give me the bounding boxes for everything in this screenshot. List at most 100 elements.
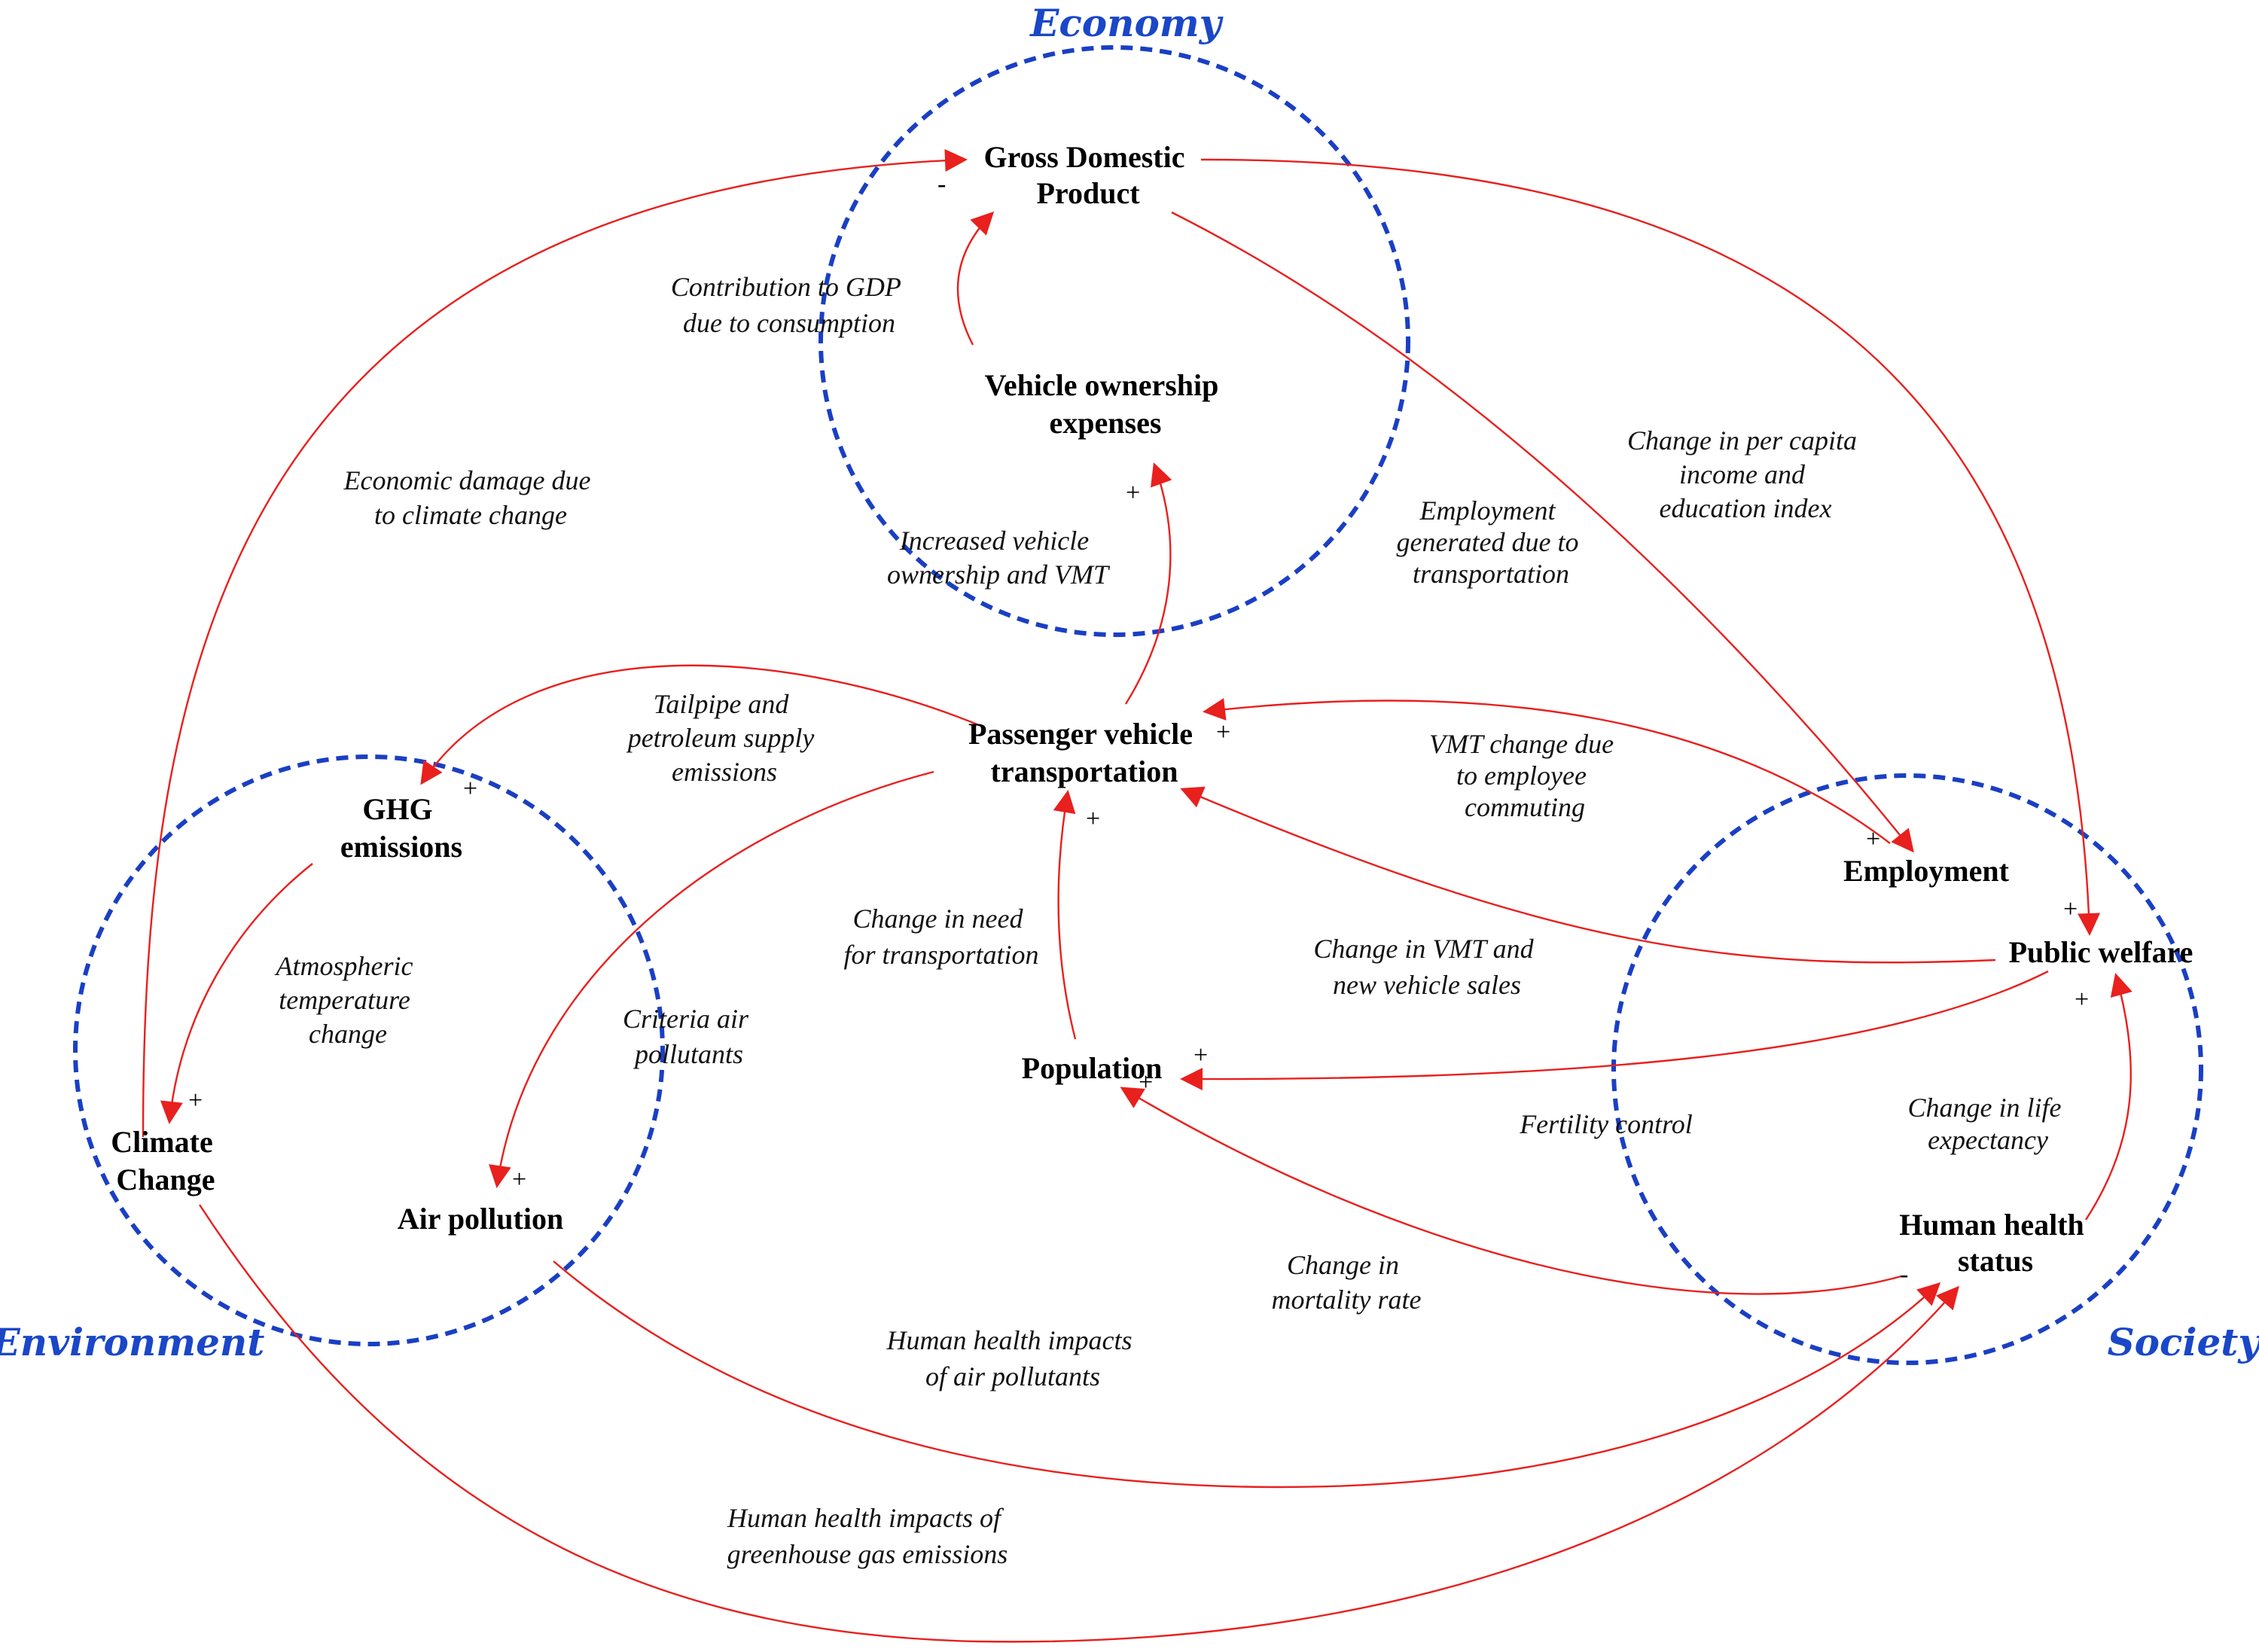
domain-label-environment: Environment	[0, 1320, 264, 1364]
sign-welfare-plus-bottom: +	[2075, 986, 2089, 1013]
link-contribution-line2: due to consumption	[683, 308, 895, 338]
node-health-line2: status	[1958, 1244, 2033, 1278]
link-damage-line2: to climate change	[374, 500, 567, 530]
link-label-vmt-commuting: VMT change due to employee commuting	[1429, 729, 1620, 822]
link-damage-line1: Economic damage due	[343, 465, 591, 495]
sign-health-minus: -	[1900, 1260, 1908, 1288]
link-criteria-line1: Criteria air	[623, 1004, 749, 1034]
link-label-atmospheric-temp: Atmospheric temperature change	[275, 951, 420, 1049]
node-vehicle-ownership-expenses: Vehicle ownership expenses	[985, 368, 1227, 440]
node-gdp-line1: Gross Domestic	[984, 140, 1185, 174]
node-employment: Employment	[1843, 854, 2010, 888]
node-passenger-line2: transportation	[991, 754, 1178, 788]
link-employment-line3: transportation	[1413, 559, 1569, 589]
link-life-line1: Change in life	[1908, 1093, 2062, 1123]
arrow-health-to-welfare	[2084, 973, 2132, 1221]
domain-label-economy: Economy	[1029, 1, 1224, 45]
arrow-gdp-to-welfare	[1200, 158, 2101, 936]
link-label-health-air: Human health impacts of air pollutants	[886, 1325, 1139, 1391]
sign-expenses-plus: +	[1126, 479, 1140, 507]
arrow-climate-to-health	[198, 1204, 1959, 1643]
link-label-employment-generated: Employment generated due to transportati…	[1397, 495, 1586, 589]
node-ghg-line1: GHG	[362, 792, 432, 826]
link-atmos-line1: Atmospheric	[275, 951, 413, 981]
link-label-life-expectancy: Change in life expectancy	[1908, 1093, 2068, 1155]
arrow-employment-to-transport	[1203, 698, 1891, 844]
link-tailpipe-line3: emissions	[672, 757, 777, 787]
link-atmos-line2: temperature	[279, 985, 410, 1015]
link-label-contribution-gdp: Contribution to GDP due to consumption	[671, 272, 907, 338]
link-employment-line1: Employment	[1419, 495, 1556, 526]
link-commuting-line2: to employee	[1456, 760, 1587, 791]
arrow-layer	[142, 149, 2132, 1643]
sign-welfare-plus-top: +	[2063, 895, 2078, 923]
link-criteria-line2: pollutants	[633, 1039, 743, 1069]
sign-transport-plus-bottom: +	[1086, 805, 1100, 833]
link-label-health-ghg: Human health impacts of greenhouse gas e…	[727, 1503, 1008, 1569]
node-gdp: Gross Domestic Product	[984, 140, 1193, 210]
link-income-line1: Change in per capita	[1627, 425, 1857, 456]
environment-circle	[73, 754, 665, 1346]
link-income-line2: income and	[1679, 459, 1806, 489]
link-label-criteria-air: Criteria air pollutants	[623, 1004, 755, 1069]
economy-circle	[819, 45, 1410, 637]
link-income-line3: education index	[1660, 493, 1832, 523]
link-label-mortality: Change in mortality rate	[1272, 1250, 1422, 1315]
link-label-fertility: Fertility control	[1519, 1109, 1693, 1139]
link-contribution-line1: Contribution to GDP	[671, 272, 901, 302]
sign-gdp-minus: -	[937, 170, 946, 198]
node-climate-change: Climate Change	[111, 1125, 221, 1196]
link-label-per-capita-income: Change in per capita income and educatio…	[1627, 425, 1864, 523]
domain-label-society: Society	[2108, 1320, 2259, 1364]
arrow-welfare-to-population	[1180, 970, 2049, 1091]
node-public-welfare: Public welfare	[2009, 935, 2193, 969]
node-air-line1: Air pollution	[398, 1202, 563, 1236]
link-commuting-line3: commuting	[1465, 792, 1585, 822]
arrow-climate-to-gdp	[142, 149, 968, 1138]
link-mortality-line2: mortality rate	[1272, 1285, 1422, 1315]
sign-air-plus: +	[512, 1166, 526, 1193]
link-fertility-line1: Fertility control	[1519, 1109, 1693, 1139]
arrow-expenses-to-gdp	[956, 211, 995, 346]
link-tailpipe-line2: petroleum supply	[626, 723, 815, 753]
link-atmos-line3: change	[309, 1019, 387, 1049]
link-label-tailpipe: Tailpipe and petroleum supply emissions	[626, 689, 822, 787]
link-healthair-line1: Human health impacts	[886, 1325, 1133, 1355]
node-climate-line1: Climate	[111, 1125, 213, 1159]
node-population: Population	[1022, 1051, 1163, 1085]
link-sales-line1: Change in VMT and	[1313, 934, 1534, 964]
sign-ghg-plus: +	[463, 775, 477, 803]
node-human-health-status: Human health status	[1899, 1208, 2092, 1278]
arrow-transport-to-air	[489, 770, 934, 1188]
node-employment-line1: Employment	[1843, 854, 2010, 888]
link-mortality-line1: Change in	[1287, 1250, 1399, 1280]
link-tailpipe-line1: Tailpipe and	[654, 689, 790, 719]
sign-employment-plus: +	[1866, 825, 1880, 853]
arrow-population-to-transport	[1053, 790, 1077, 1040]
link-need-line1: Change in need	[853, 904, 1024, 934]
link-sales-line2: new vehicle sales	[1333, 970, 1521, 1000]
node-population-line1: Population	[1022, 1051, 1163, 1085]
node-ghg-emissions: GHG emissions	[340, 792, 462, 864]
sign-climate-plus: +	[188, 1087, 203, 1114]
link-employment-line2: generated due to	[1397, 527, 1579, 557]
node-climate-line2: Change	[116, 1163, 215, 1196]
node-gdp-line2: Product	[1036, 176, 1140, 210]
link-vmt-line2: ownership and VMT	[887, 559, 1111, 590]
arrow-welfare-to-transport	[1180, 786, 1996, 964]
node-vehicle-expenses-line1: Vehicle ownership	[985, 368, 1219, 402]
node-vehicle-expenses-line2: expenses	[1050, 406, 1162, 440]
link-healthghg-line1: Human health impacts of	[727, 1503, 1005, 1533]
node-air-pollution: Air pollution	[398, 1202, 563, 1236]
node-health-line1: Human health	[1899, 1208, 2084, 1242]
link-label-vmt-sales: Change in VMT and new vehicle sales	[1313, 934, 1540, 1000]
node-passenger-vehicle-transportation: Passenger vehicle transportation	[968, 717, 1200, 788]
society-circle	[1611, 773, 2203, 1365]
node-welfare-line1: Public welfare	[2009, 935, 2193, 969]
link-vmt-line1: Increased vehicle	[899, 526, 1090, 556]
link-need-line2: for transportation	[843, 940, 1038, 970]
node-passenger-line1: Passenger vehicle	[968, 717, 1193, 751]
sign-population-plus-left: +	[1139, 1068, 1153, 1096]
link-healthghg-line2: greenhouse gas emissions	[727, 1539, 1008, 1569]
sign-transport-plus-top: +	[1216, 718, 1230, 746]
